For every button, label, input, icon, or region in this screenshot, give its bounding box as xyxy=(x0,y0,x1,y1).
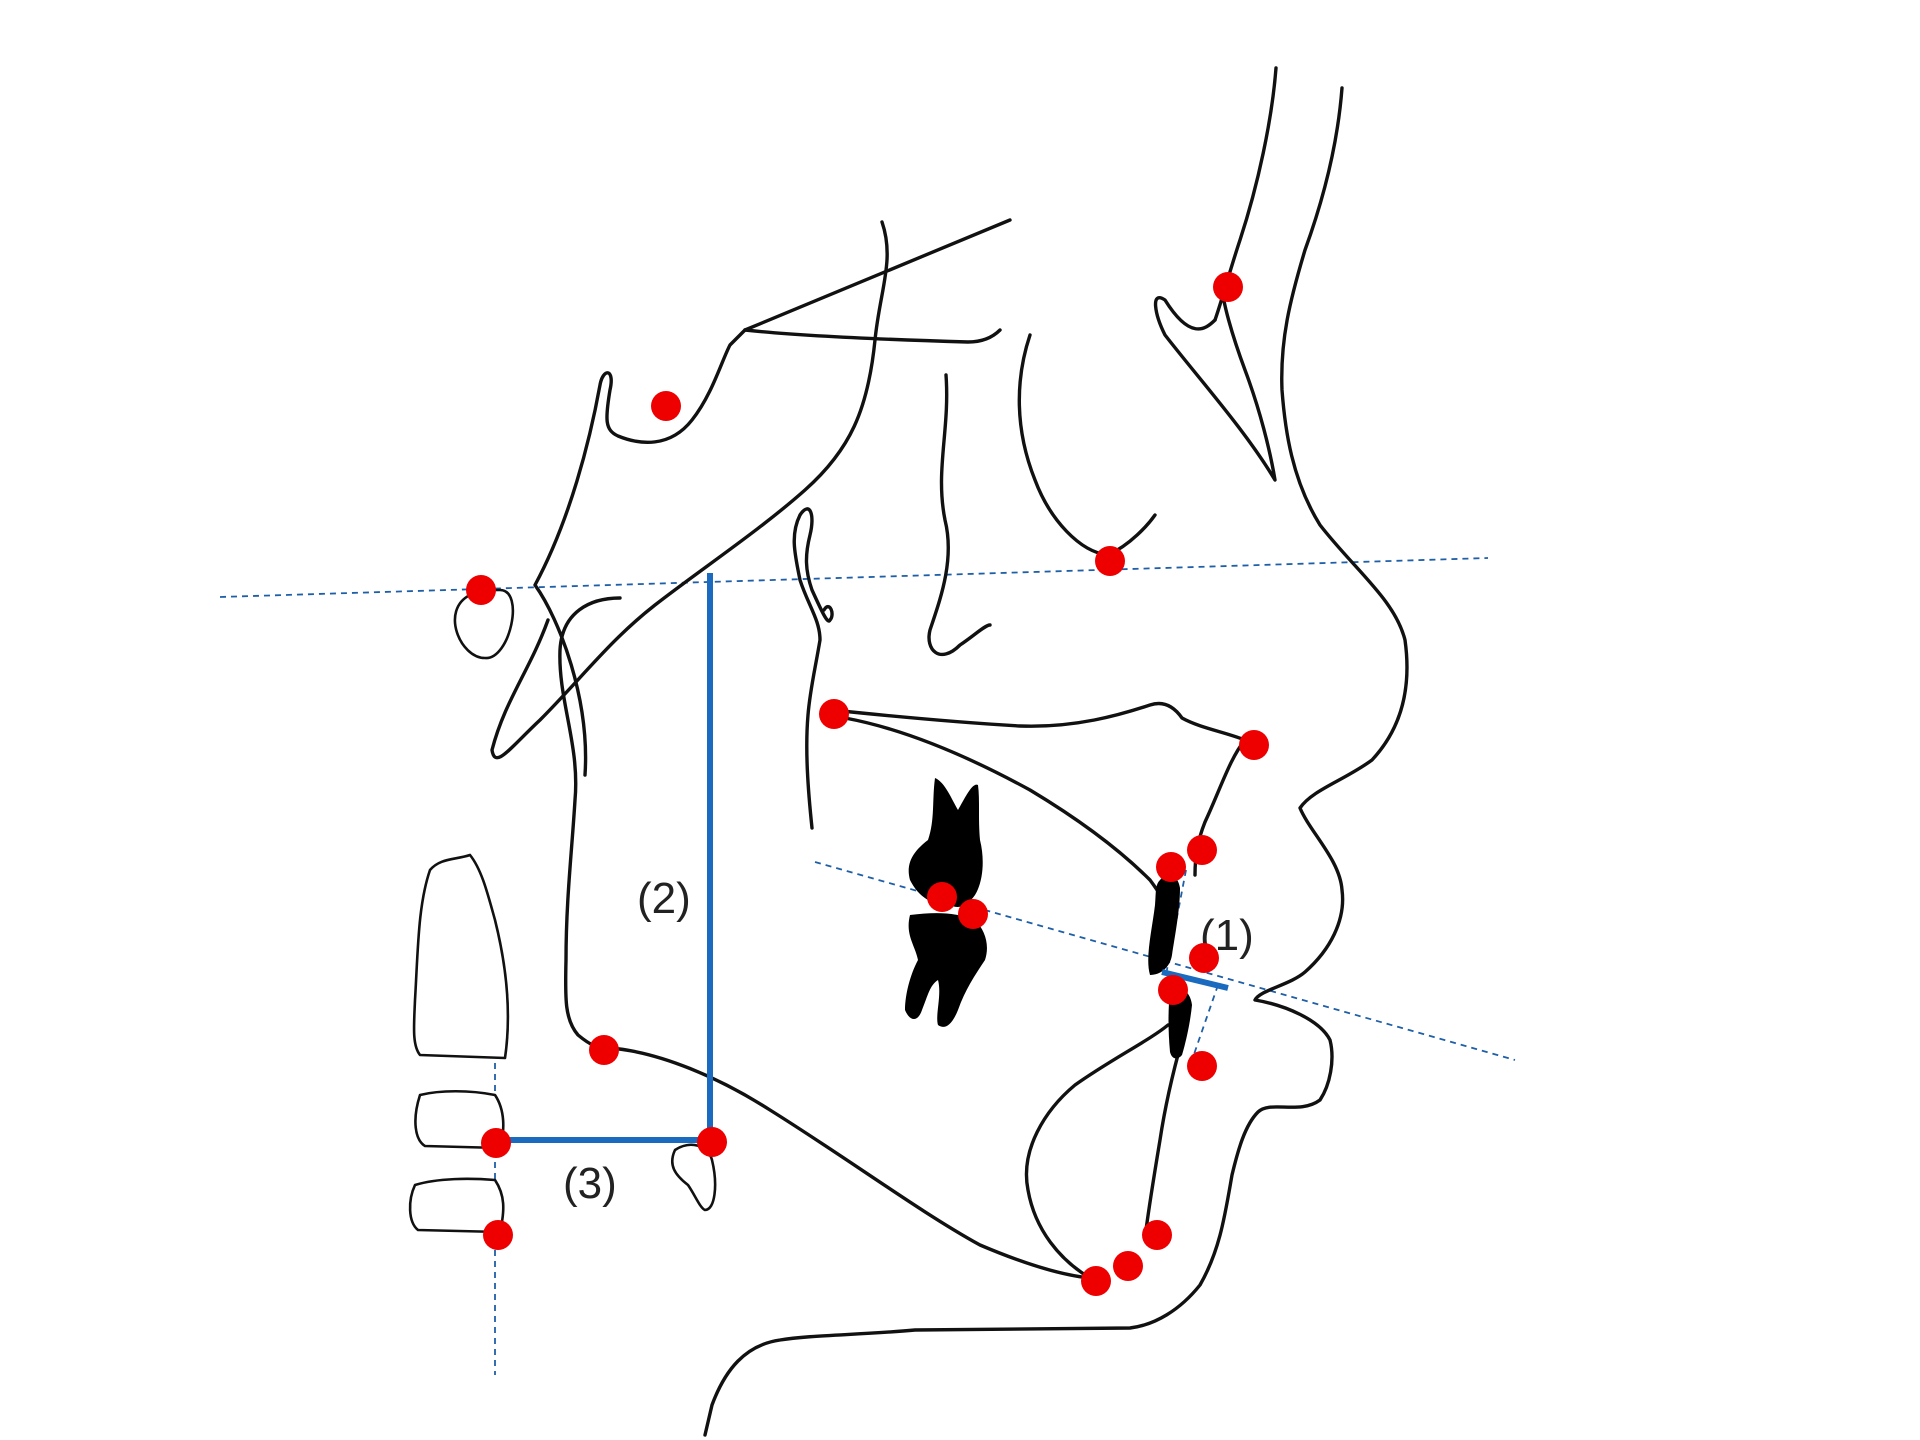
reference-lines xyxy=(219,557,1516,1375)
landmark-hyoid[interactable] xyxy=(697,1127,727,1157)
teeth xyxy=(905,778,1193,1059)
vertebra-c2 xyxy=(412,853,510,1060)
landmark-sella[interactable] xyxy=(651,391,681,421)
landmark-c4-anterior[interactable] xyxy=(483,1220,513,1250)
landmark-nasion[interactable] xyxy=(1213,272,1243,302)
landmark-orbitale[interactable] xyxy=(1095,546,1125,576)
landmark-gonion[interactable] xyxy=(589,1035,619,1065)
palate-outline xyxy=(830,701,1247,742)
pterygoid-plate-outline xyxy=(792,507,834,830)
measurement-label-2: (2) xyxy=(637,874,691,923)
orbit-outline xyxy=(1017,333,1157,557)
lower-incisor-tooth[interactable] xyxy=(1168,988,1193,1059)
mandible-lower-border xyxy=(608,1046,1092,1280)
landmark-pogonion[interactable] xyxy=(1142,1220,1172,1250)
landmark-upper-incisor-tip[interactable] xyxy=(1189,943,1219,973)
frankfort-horizontal-line xyxy=(219,557,1489,598)
measurements xyxy=(495,573,1229,1143)
cranial-base-lower-line xyxy=(743,328,1002,344)
landmark-a-point[interactable] xyxy=(1187,835,1217,865)
measurement-label-3: (3) xyxy=(563,1159,617,1208)
landmark-b-point[interactable] xyxy=(1187,1051,1217,1081)
sella-turcica-outline xyxy=(533,328,747,777)
landmark-c3-anterior[interactable] xyxy=(481,1128,511,1158)
landmark-lower-incisor-tip[interactable] xyxy=(1158,975,1188,1005)
vertebra-c4 xyxy=(408,1177,505,1234)
pterygomaxillary-outline xyxy=(927,373,992,657)
landmark-upper-incisor-root[interactable] xyxy=(1156,852,1186,882)
landmark-posterior-nasal-spine[interactable] xyxy=(819,699,849,729)
clivus-outline xyxy=(490,220,889,760)
landmark-upper-molar-mesial[interactable] xyxy=(927,882,957,912)
nasal-bone-inner-outline xyxy=(1153,283,1277,482)
landmark-gnathion[interactable] xyxy=(1113,1251,1143,1281)
cranial-base-upper-line xyxy=(743,218,1012,332)
landmark-anterior-nasal-spine[interactable] xyxy=(1239,730,1269,760)
landmark-lower-molar-mesial[interactable] xyxy=(958,899,988,929)
upper-molar-tooth[interactable] xyxy=(908,778,983,907)
landmark-porion[interactable] xyxy=(466,575,496,605)
landmark-menton[interactable] xyxy=(1081,1266,1111,1296)
anatomical-outlines xyxy=(490,66,1409,1437)
upper-incisor-tooth[interactable] xyxy=(1148,874,1180,975)
measurement-line-1[interactable] xyxy=(1161,969,1229,991)
maxilla-lower-outline xyxy=(843,716,1173,932)
measurement-labels: (1) (2) (3) xyxy=(563,874,1254,1208)
ramus-outline xyxy=(558,596,622,1051)
lower-incisor-axis-line xyxy=(1191,984,1219,1061)
vertebra-c3 xyxy=(414,1089,505,1150)
landmarks xyxy=(466,272,1269,1296)
cervical-vertebrae xyxy=(408,588,717,1234)
lower-molar-tooth[interactable] xyxy=(905,913,987,1027)
symphysis-anterior-outline xyxy=(1144,1038,1184,1232)
symphysis-outline xyxy=(1024,1023,1170,1280)
soft-tissue-profile xyxy=(703,86,1409,1437)
